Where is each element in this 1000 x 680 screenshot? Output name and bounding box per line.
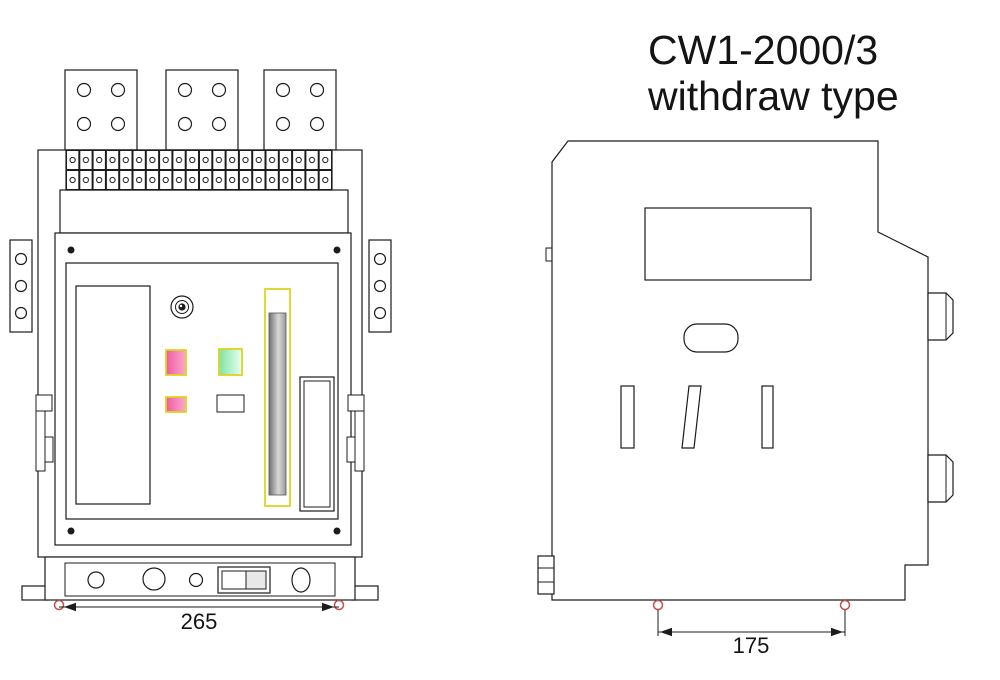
side-label-window — [644, 207, 812, 281]
dim-marker-icon — [333, 599, 345, 611]
dimension-side: 175 — [652, 599, 851, 658]
indicator-green — [218, 348, 243, 376]
dim-label-front: 265 — [181, 609, 218, 634]
terminal-hole-icon — [211, 82, 227, 98]
indicator-pink-small — [165, 396, 187, 413]
racking-hole-icon — [188, 572, 204, 588]
foot-right — [351, 585, 379, 601]
side-vent-slot — [761, 385, 774, 449]
terminal-hole-icon — [275, 116, 291, 132]
terminal-hole-icon — [177, 116, 193, 132]
dim-arrow-left-icon — [64, 602, 76, 612]
racking-hole-icon — [142, 567, 166, 591]
label-window — [216, 394, 245, 413]
dim-marker-icon — [53, 599, 65, 611]
mount-bracket-right — [368, 239, 392, 333]
indicator-pink — [165, 349, 187, 376]
foot-left — [21, 585, 49, 601]
rail-right — [346, 394, 365, 472]
screw-icon — [67, 246, 75, 254]
terminal-hole-icon — [309, 116, 325, 132]
dimension-front: 265 — [53, 599, 345, 634]
side-vent-slot — [681, 385, 702, 449]
racking-hole-icon — [87, 571, 105, 589]
keyhole-icon — [291, 567, 311, 593]
padlock-slot — [217, 566, 271, 594]
reset-button — [170, 295, 194, 319]
terminal-tab-upper — [927, 292, 954, 341]
terminal-hole-icon — [309, 82, 325, 98]
side-view: CW1-2000/3 withdraw type — [537, 27, 954, 658]
side-left-notch — [545, 247, 552, 262]
front-view: 265 — [9, 69, 392, 634]
energy-storage-slot — [264, 288, 291, 507]
dim-marker-icon — [839, 599, 851, 611]
terminal-block — [263, 69, 337, 151]
terminal-hole-icon — [275, 82, 291, 98]
screw-icon — [333, 246, 341, 254]
rail-left — [35, 394, 54, 472]
side-vent-slots — [620, 385, 774, 449]
type-text: withdraw type — [647, 73, 899, 119]
terminal-hole-icon — [76, 116, 92, 132]
side-handle-slot — [683, 323, 739, 353]
mount-bracket-left — [9, 239, 33, 333]
vent-strip — [65, 149, 333, 191]
dim-label-side: 175 — [733, 633, 770, 658]
handle-window — [299, 376, 335, 512]
dim-arrow-right-icon — [831, 627, 843, 637]
title: CW1-2000/3 withdraw type — [647, 27, 899, 119]
terminal-hole-icon — [76, 82, 92, 98]
face-plate — [65, 262, 339, 520]
base-unit — [21, 556, 379, 601]
screw-icon — [333, 527, 341, 535]
dim-marker-icon — [652, 599, 664, 611]
terminal-block — [64, 69, 138, 151]
nameplate-window — [75, 285, 151, 505]
terminal-hole-icon — [211, 116, 227, 132]
terminal-hole-icon — [110, 116, 126, 132]
terminal-tab-lower — [927, 454, 954, 503]
dim-arrow-left-icon — [660, 627, 672, 637]
model-text: CW1-2000/3 — [648, 27, 878, 73]
terminal-blocks — [64, 69, 337, 151]
screw-icon — [67, 527, 75, 535]
side-vent-slot — [620, 385, 635, 449]
terminal-hole-icon — [177, 82, 193, 98]
terminal-block — [165, 69, 239, 151]
side-outline — [551, 140, 929, 601]
terminal-hole-icon — [110, 82, 126, 98]
dim-arrow-right-icon — [322, 602, 334, 612]
side-foot — [537, 555, 555, 595]
